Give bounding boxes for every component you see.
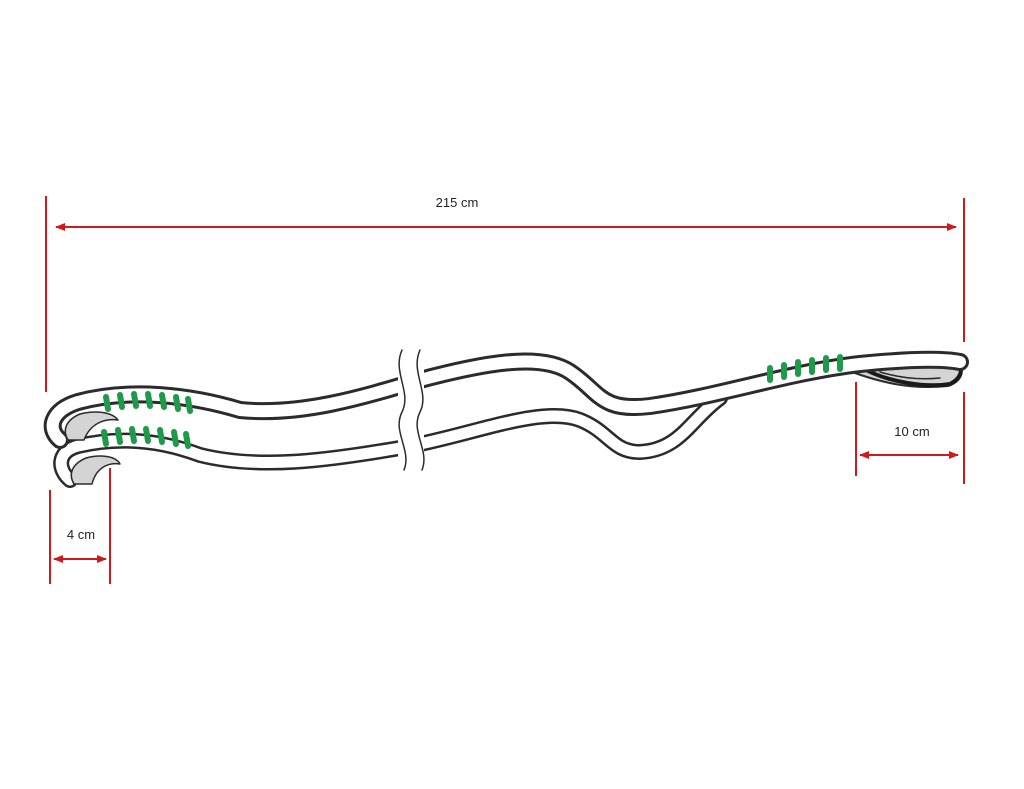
- dimension-label-end-loop: 10 cm: [894, 424, 929, 439]
- dimension-total: [45, 196, 965, 392]
- dimension-small-loop: [49, 468, 111, 584]
- right-end-loop-inner: [879, 371, 941, 380]
- left-loop-top-shade: [64, 411, 119, 441]
- break-line-icon: [398, 349, 407, 471]
- break-gap: [398, 350, 424, 468]
- break-line-icon: [416, 349, 425, 471]
- dimension-label-small-loop: 4 cm: [67, 527, 95, 542]
- stitching-left-top: [103, 391, 193, 414]
- dimension-end-loop: [855, 382, 965, 484]
- dimension-label-total: 215 cm: [436, 195, 479, 210]
- stitching-right: [767, 354, 843, 383]
- left-loop-bottom-shade: [70, 455, 121, 485]
- stitching-left-bottom: [101, 426, 191, 449]
